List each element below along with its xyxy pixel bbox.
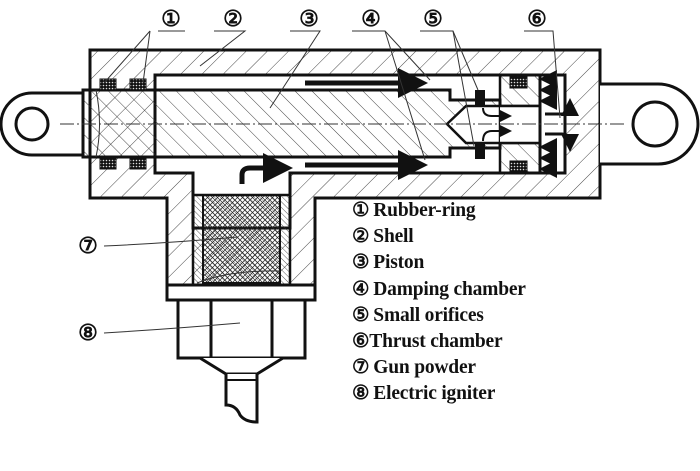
callout-7: ⑦ — [78, 233, 98, 259]
igniter-hex — [176, 298, 307, 360]
legend-marker: ④ — [352, 278, 370, 300]
legend-label: Rubber-ring — [373, 200, 476, 221]
legend-label: Damping chamber — [373, 278, 526, 300]
flow-arrow — [545, 132, 579, 152]
rubber-ring — [99, 78, 117, 91]
callout-3: ③ — [299, 6, 319, 32]
left-clevis — [0, 91, 85, 157]
legend-marker: ⑧ — [352, 383, 370, 405]
flow-arrow — [239, 153, 293, 184]
legend-label: Small orifices — [373, 304, 484, 326]
flow-arrow — [482, 125, 512, 142]
callout-2: ② — [223, 6, 243, 32]
rubber-ring — [129, 157, 147, 170]
right-clevis — [600, 82, 700, 166]
flow-arrow — [545, 98, 579, 117]
callout-5: ⑤ — [423, 6, 443, 32]
callouts: ① ② ③ ④ ⑤ ⑥ ⑦ ⑧ — [78, 6, 547, 346]
legend-label: Thrust chamber — [369, 330, 503, 352]
right-eye-hole — [631, 100, 679, 148]
legend-marker: ③ — [352, 252, 370, 274]
rubber-rings — [99, 76, 528, 173]
flow-arrow — [482, 107, 512, 122]
callout-6: ⑥ — [527, 6, 547, 32]
legend-label: Shell — [373, 226, 414, 248]
powder-chamber — [191, 193, 292, 287]
callout-1: ① — [161, 6, 181, 32]
gun-powder — [202, 194, 281, 284]
rubber-ring — [509, 160, 528, 173]
plug-plate — [165, 283, 317, 302]
legend-marker: ⑤ — [352, 304, 370, 326]
igniter-stem — [224, 374, 259, 424]
legend-label: Gun powder — [373, 357, 476, 379]
rubber-ring — [509, 76, 528, 89]
legend-item-thrust-chamber: ⑥Thrust chamber — [352, 329, 692, 355]
igniter-taper — [199, 356, 284, 376]
legend-marker: ② — [352, 226, 370, 248]
left-eye-hole — [14, 106, 50, 142]
legend-marker: ⑦ — [352, 357, 370, 379]
flow-arrows — [239, 68, 579, 184]
small-orifices — [475, 90, 485, 159]
legend-marker: ⑥ — [352, 330, 370, 352]
legend-label: Electric igniter — [373, 383, 496, 405]
leader-lines — [103, 30, 561, 334]
electric-igniter — [176, 298, 307, 424]
legend-marker: ① — [352, 200, 370, 221]
orifice — [475, 90, 485, 106]
orifice — [475, 143, 485, 159]
rubber-ring — [129, 78, 147, 91]
rubber-ring — [99, 157, 117, 170]
legend-label: Piston — [373, 252, 425, 274]
callout-8: ⑧ — [78, 320, 98, 346]
callout-4: ④ — [361, 6, 381, 32]
